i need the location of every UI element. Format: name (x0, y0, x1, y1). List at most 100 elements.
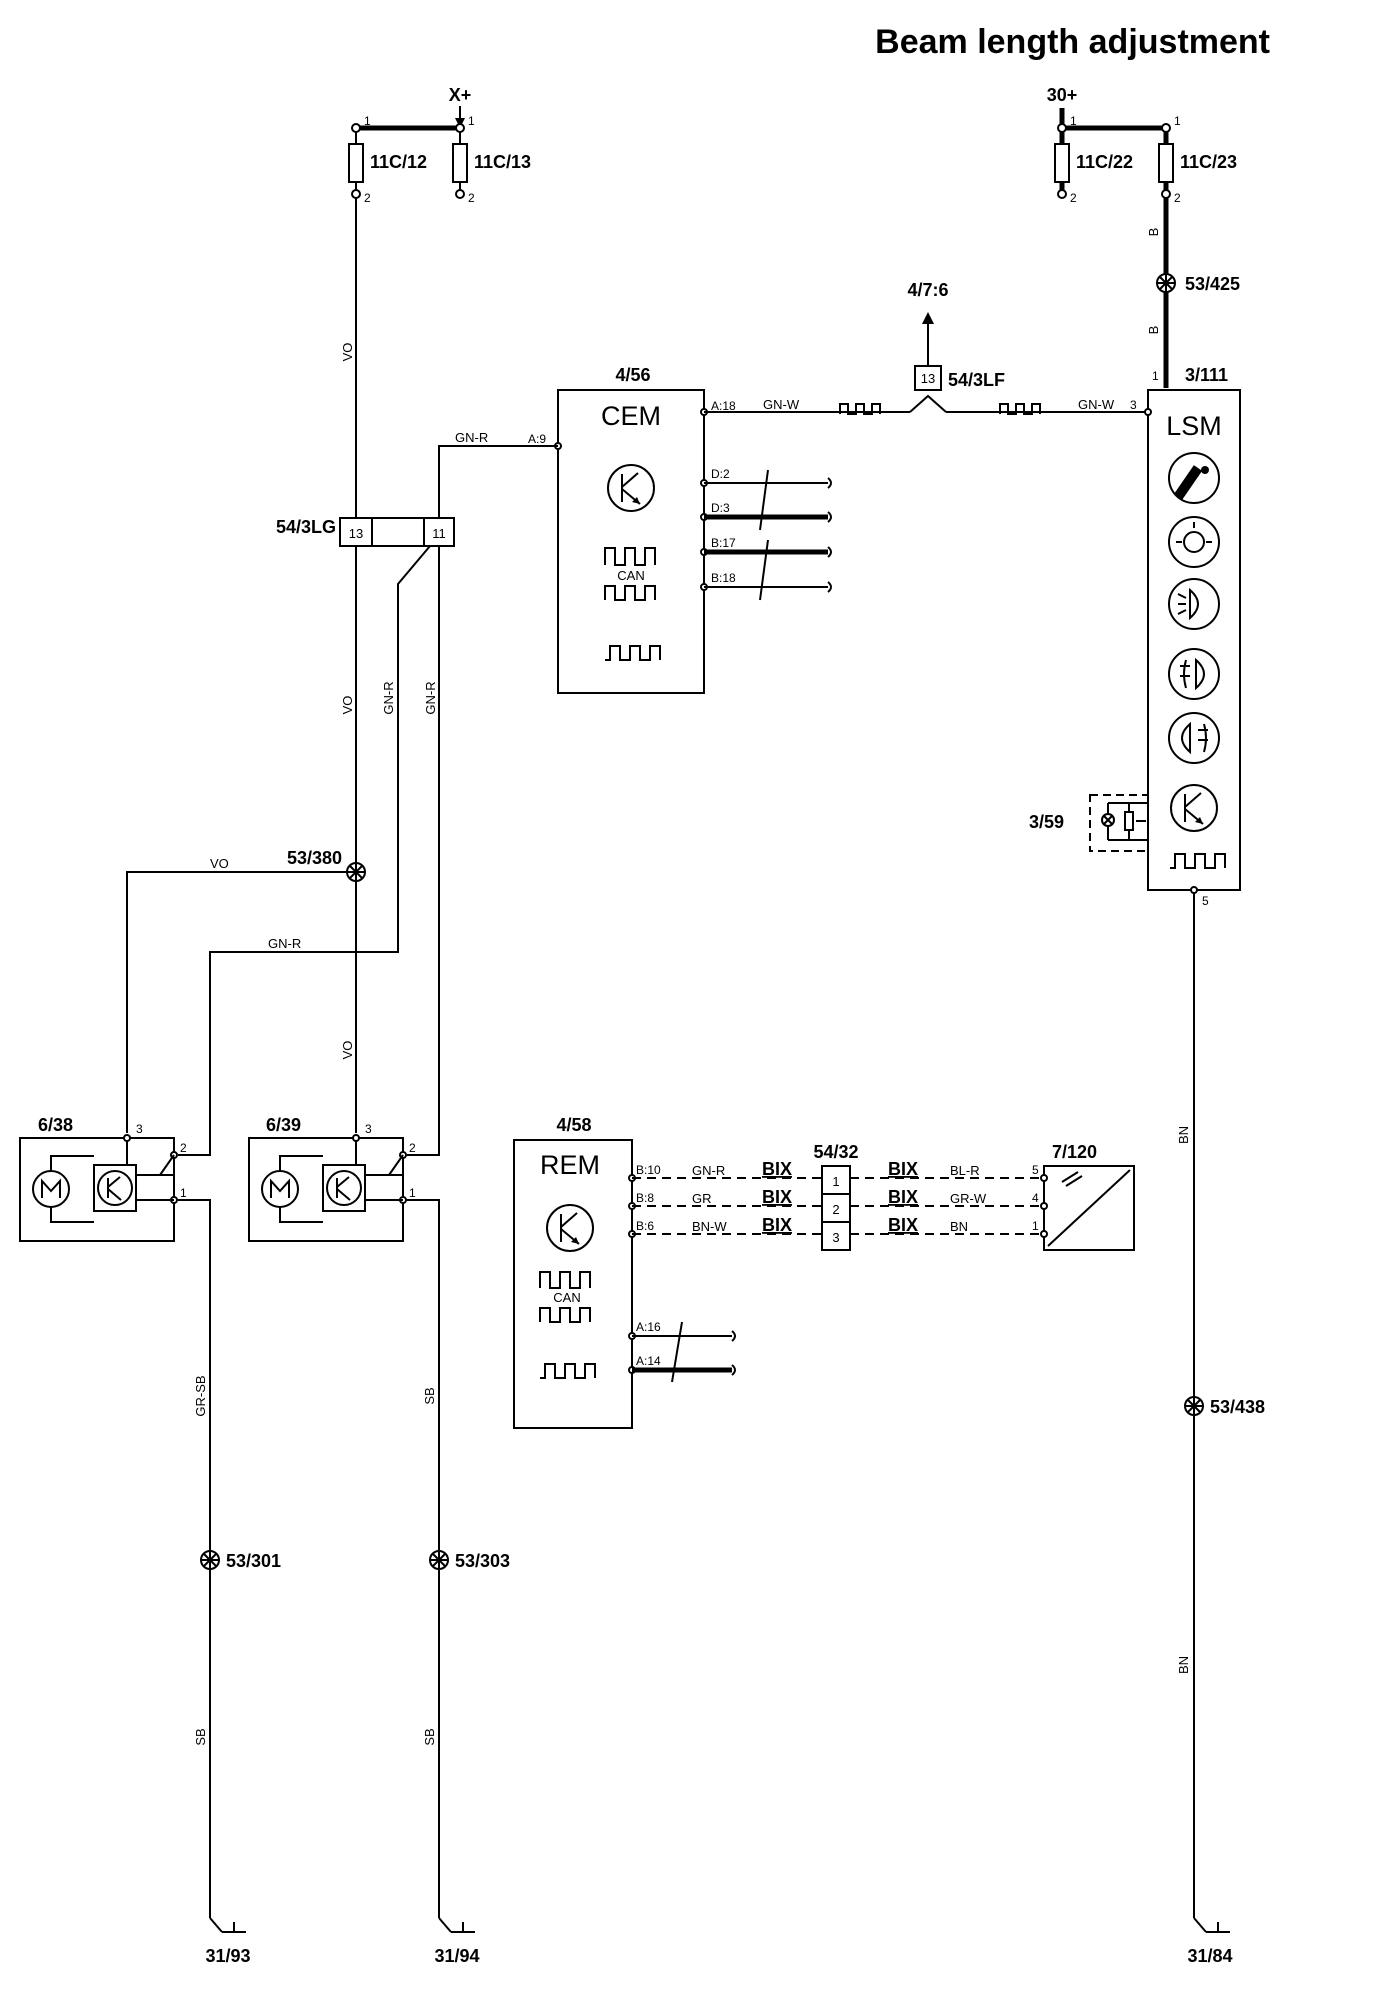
connector-54-32-label: 54/32 (813, 1142, 858, 1162)
svg-text:D:2: D:2 (711, 467, 730, 481)
svg-text:B:8: B:8 (636, 1191, 654, 1205)
ground-31-84-icon (1193, 1917, 1230, 1933)
ground-31-94-icon (438, 1917, 475, 1933)
fuse-11c-13 (452, 143, 468, 183)
svg-text:2: 2 (832, 1202, 839, 1217)
svg-text:2: 2 (468, 191, 475, 205)
svg-text:1: 1 (409, 1186, 416, 1200)
svg-text:SB: SB (422, 1387, 437, 1404)
svg-text:VO: VO (210, 856, 229, 871)
svg-text:2: 2 (1174, 191, 1181, 205)
actuator-6-39-label: 6/39 (266, 1115, 301, 1135)
svg-text:1: 1 (1032, 1219, 1039, 1233)
svg-text:A:14: A:14 (636, 1354, 661, 1368)
svg-text:VO: VO (340, 343, 355, 362)
svg-text:BIX: BIX (762, 1187, 792, 1207)
svg-text:GN-R: GN-R (381, 681, 396, 714)
lsm-name: LSM (1166, 411, 1222, 441)
svg-text:1: 1 (364, 114, 371, 128)
splice-53-380-label: 53/380 (287, 848, 342, 868)
splice-53-425 (1156, 273, 1176, 293)
svg-text:BIX: BIX (888, 1187, 918, 1207)
fuse-11c-22 (1054, 143, 1070, 183)
svg-text:13: 13 (921, 371, 935, 386)
svg-text:SB: SB (193, 1728, 208, 1745)
svg-text:BIX: BIX (762, 1159, 792, 1179)
cem-can-label: CAN (617, 568, 644, 583)
rem-can-wave-bottom (539, 1307, 591, 1323)
connector-54-32 (821, 1165, 851, 1251)
cem-module (557, 389, 705, 694)
ground-31-84-label: 31/84 (1187, 1946, 1232, 1966)
supply-xplus-label: X+ (449, 85, 472, 105)
svg-text:BN: BN (1176, 1656, 1191, 1674)
lsm-rear-fog-icon (1168, 712, 1220, 764)
svg-text:VO: VO (340, 1041, 355, 1060)
rem-name: REM (540, 1150, 600, 1180)
svg-text:BL-R: BL-R (950, 1163, 980, 1178)
ref-4-7-6-label: 4/7:6 (907, 280, 948, 300)
rem-pulse-icon (540, 1363, 596, 1379)
svg-text:GN-R: GN-R (268, 936, 301, 951)
svg-text:BN-W: BN-W (692, 1219, 727, 1234)
svg-text:11: 11 (432, 526, 446, 541)
svg-text:1: 1 (468, 114, 475, 128)
splice-53-380 (346, 862, 366, 882)
svg-text:3: 3 (1130, 398, 1137, 412)
wire-vo-6-38 (126, 871, 347, 1133)
cem-id: 4/56 (615, 365, 650, 385)
svg-text:GN-W: GN-W (763, 397, 800, 412)
wire-6-39-ground (407, 1199, 440, 1918)
svg-text:2: 2 (1070, 191, 1077, 205)
svg-text:GN-R: GN-R (692, 1163, 725, 1178)
svg-text:3: 3 (136, 1122, 143, 1136)
splice-53-301 (200, 1550, 220, 1570)
lsm-beam-adjust-icon (1168, 452, 1220, 504)
actuator-6-38-motor-icon (32, 1155, 94, 1223)
fuse-11c-23 (1158, 143, 1174, 183)
svg-text:GN-R: GN-R (455, 430, 488, 445)
svg-text:B:18: B:18 (711, 571, 736, 585)
svg-text:BIX: BIX (888, 1215, 918, 1235)
sensor-7-120-label: 7/120 (1052, 1142, 1097, 1162)
splice-53-438-label: 53/438 (1210, 1397, 1265, 1417)
rem-can-wave-top (539, 1271, 591, 1289)
rem-can-label: CAN (553, 1290, 580, 1305)
svg-text:GN-R: GN-R (423, 681, 438, 714)
connector-54-3lg-label: 54/3LG (276, 517, 336, 537)
rem-id: 4/58 (556, 1115, 591, 1135)
svg-text:1: 1 (180, 1186, 187, 1200)
fuse-11c-12-label: 11C/12 (370, 152, 427, 172)
svg-text:A:16: A:16 (636, 1320, 661, 1334)
splice-53-438 (1184, 1396, 1204, 1416)
svg-text:B: B (1146, 228, 1161, 237)
svg-text:4: 4 (1032, 1191, 1039, 1205)
lsm-module (1147, 389, 1241, 891)
svg-text:GR-W: GR-W (950, 1191, 987, 1206)
splice-53-303 (429, 1550, 449, 1570)
svg-text:2: 2 (180, 1141, 187, 1155)
switch-3-59-label: 3/59 (1029, 812, 1064, 832)
svg-text:B: B (1146, 326, 1161, 335)
actuator-6-39-motor-icon (261, 1155, 323, 1223)
svg-text:B:17: B:17 (711, 536, 736, 550)
splice-53-303-label: 53/303 (455, 1551, 510, 1571)
svg-text:5: 5 (1202, 894, 1209, 908)
fuse-11c-12 (348, 143, 364, 183)
connector-54-3lg (339, 517, 455, 547)
fuse-11c-23-label: 11C/23 (1180, 152, 1237, 172)
splice-53-301-label: 53/301 (226, 1551, 281, 1571)
svg-text:3: 3 (365, 1122, 372, 1136)
fuse-11c-13-label: 11C/13 (474, 152, 531, 172)
svg-text:BIX: BIX (762, 1215, 792, 1235)
svg-text:1: 1 (1070, 114, 1077, 128)
cem-pulse-icon (605, 645, 661, 661)
ground-31-94-label: 31/94 (434, 1946, 479, 1966)
svg-text:SB: SB (422, 1728, 437, 1745)
svg-text:1: 1 (1174, 114, 1181, 128)
rem-module (513, 1139, 633, 1429)
cem-name: CEM (601, 401, 661, 431)
lsm-fog-lamp-icon (1168, 648, 1220, 700)
lsm-headlamp-icon (1168, 578, 1220, 630)
svg-text:1: 1 (832, 1174, 839, 1189)
